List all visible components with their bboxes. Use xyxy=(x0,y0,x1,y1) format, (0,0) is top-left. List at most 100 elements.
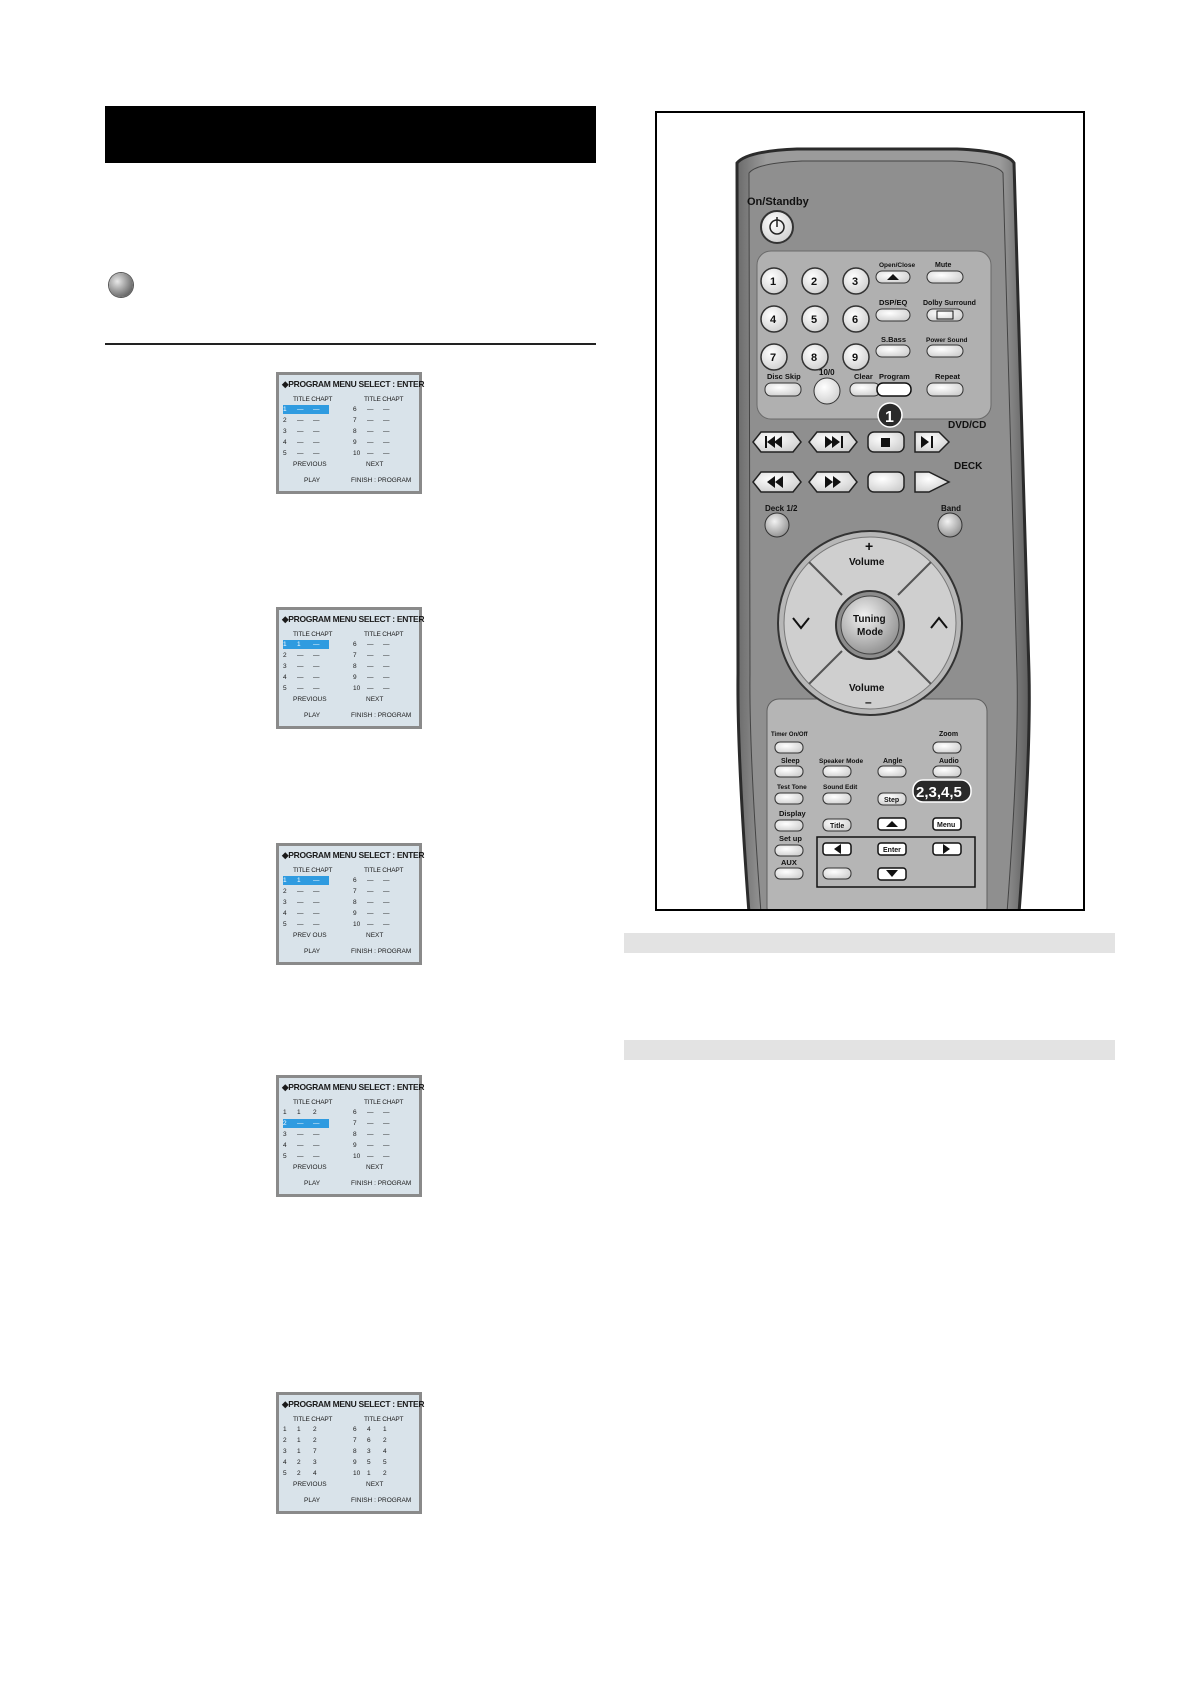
ten-zero-button[interactable] xyxy=(813,377,841,405)
osd-row-right: 6—— xyxy=(353,876,399,885)
osd-header: ◆PROGRAM MENU SELECT : ENTER xyxy=(282,379,425,389)
digit-button[interactable] xyxy=(801,305,829,333)
osd-row-number: 8 xyxy=(353,1448,357,1455)
osd-title-cell: — xyxy=(367,674,374,681)
osd-row-number: 1 xyxy=(283,1426,287,1433)
osd-row-number: 4 xyxy=(283,1459,287,1466)
osd-row-right: 6—— xyxy=(353,640,399,649)
sleep-button[interactable] xyxy=(774,765,804,778)
disc-skip-button[interactable] xyxy=(764,382,802,397)
mute-label: Mute xyxy=(935,262,951,269)
deck-play-button[interactable] xyxy=(914,471,951,493)
chevron-down-icon[interactable] xyxy=(792,617,810,630)
tuning-label: Tuning xyxy=(853,614,886,625)
speaker-mode-button[interactable] xyxy=(822,765,852,778)
dsp-eq-button[interactable] xyxy=(875,308,911,322)
audio-button[interactable] xyxy=(932,765,962,778)
step-button[interactable] xyxy=(877,792,907,806)
osd-col-header-right: TITLE CHAPT xyxy=(364,867,404,874)
clear-label: Clear xyxy=(854,372,873,381)
osd-col-header-right: TITLE CHAPT xyxy=(364,631,404,638)
enter-button[interactable] xyxy=(877,842,907,856)
sound-edit-label: Sound Edit xyxy=(823,784,858,791)
volume-down-label[interactable]: Volume xyxy=(849,683,885,694)
osd-row-number: 2 xyxy=(283,888,287,895)
clear-button[interactable] xyxy=(849,382,881,397)
osd-chapter-cell: 5 xyxy=(383,1459,387,1466)
osd-title-cell: — xyxy=(367,899,374,906)
osd-chapter-cell: — xyxy=(313,417,320,424)
rewind-icon xyxy=(767,476,783,488)
osd-row-right: 10—— xyxy=(353,1152,399,1161)
dolby-surround-button[interactable] xyxy=(926,308,964,322)
osd-chapter-cell: — xyxy=(313,1142,320,1149)
deck-12-label: Deck 1/2 xyxy=(765,504,798,513)
test-tone-button[interactable] xyxy=(774,792,804,805)
unlabeled-bottom-button[interactable] xyxy=(822,867,852,880)
osd-chapter-cell: — xyxy=(313,674,320,681)
osd-row-number: 2 xyxy=(283,1119,297,1128)
menu-button[interactable] xyxy=(932,817,962,831)
osd-row-number: 1 xyxy=(283,405,297,414)
volume-up-label[interactable]: Volume xyxy=(849,557,885,568)
osd-chapter-cell: — xyxy=(383,1142,390,1149)
power-sound-label: Power Sound xyxy=(926,337,968,344)
mode-label: Mode xyxy=(857,627,884,638)
program-button[interactable] xyxy=(876,382,912,397)
angle-button[interactable] xyxy=(877,765,907,778)
digit-button[interactable] xyxy=(801,343,829,371)
digit-button[interactable] xyxy=(801,267,829,295)
tuning-mode-button[interactable] xyxy=(840,595,900,655)
mute-button[interactable] xyxy=(926,270,964,284)
title-button[interactable] xyxy=(822,818,852,832)
zoom-button[interactable] xyxy=(932,741,962,754)
osd-play-label: PLAY xyxy=(304,477,321,484)
digit-button[interactable] xyxy=(842,343,870,371)
osd-title-cell: — xyxy=(297,1119,313,1128)
dvd-cd-label: DVD/CD xyxy=(948,420,986,431)
aux-button[interactable] xyxy=(774,867,804,880)
power-sound-button[interactable] xyxy=(926,344,964,358)
gray-section-band-2 xyxy=(624,1040,1115,1060)
setup-button[interactable] xyxy=(774,844,804,857)
chevron-up-icon[interactable] xyxy=(930,616,948,629)
s-bass-button[interactable] xyxy=(875,344,911,358)
osd-chapter-cell: — xyxy=(313,663,320,670)
osd-chapter-cell: — xyxy=(313,1119,329,1128)
digit-button[interactable] xyxy=(760,267,788,295)
digit-button[interactable] xyxy=(842,305,870,333)
osd-row-right: 7—— xyxy=(353,651,399,660)
digit-button[interactable] xyxy=(760,343,788,371)
digit-button[interactable] xyxy=(760,305,788,333)
timer-button[interactable] xyxy=(774,741,804,754)
osd-row-left: 4—— xyxy=(283,438,329,447)
arrow-right-icon xyxy=(943,844,950,854)
osd-row-number: 7 xyxy=(353,1437,357,1444)
osd-finish-label: FINISH : PROGRAM xyxy=(351,712,412,719)
osd-row-number: 3 xyxy=(283,899,287,906)
osd-chapter-cell: 2 xyxy=(313,1426,317,1433)
callout-1-text: 1 xyxy=(885,409,894,426)
band-button[interactable] xyxy=(937,512,963,538)
osd-title-cell: — xyxy=(367,910,374,917)
osd-chapter-cell: — xyxy=(383,450,390,457)
deck-label: DECK xyxy=(954,461,983,472)
osd-row-left: 3—— xyxy=(283,662,329,671)
deck-blank-button[interactable] xyxy=(867,471,905,493)
osd-row-right: 7—— xyxy=(353,887,399,896)
osd-chapter-cell: 4 xyxy=(313,1470,317,1477)
osd-chapter-cell: 4 xyxy=(383,1448,387,1455)
skip-back-icon xyxy=(765,436,767,448)
sound-edit-button[interactable] xyxy=(822,792,852,805)
display-button[interactable] xyxy=(774,819,804,832)
osd-title-cell: — xyxy=(367,641,374,648)
repeat-button[interactable] xyxy=(926,382,964,397)
deck-12-button[interactable] xyxy=(764,512,790,538)
osd-title-cell: — xyxy=(367,652,374,659)
digit-button[interactable] xyxy=(842,267,870,295)
osd-col-header-left: TITLE CHAPT xyxy=(293,1099,333,1106)
osd-previous-label: PREVIOUS xyxy=(293,461,327,468)
